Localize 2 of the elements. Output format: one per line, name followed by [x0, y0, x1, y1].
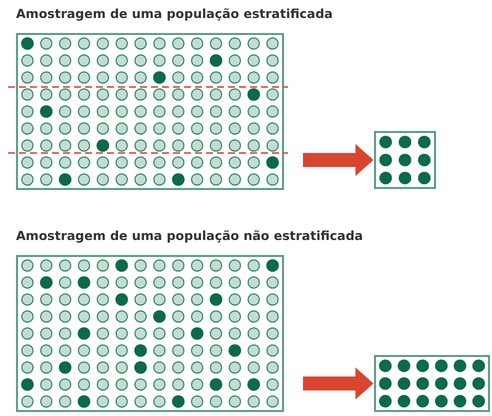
heading: Amostragem de uma população não estratificada: [16, 228, 363, 243]
heading: Amostragem de uma população estratificada: [16, 6, 333, 21]
